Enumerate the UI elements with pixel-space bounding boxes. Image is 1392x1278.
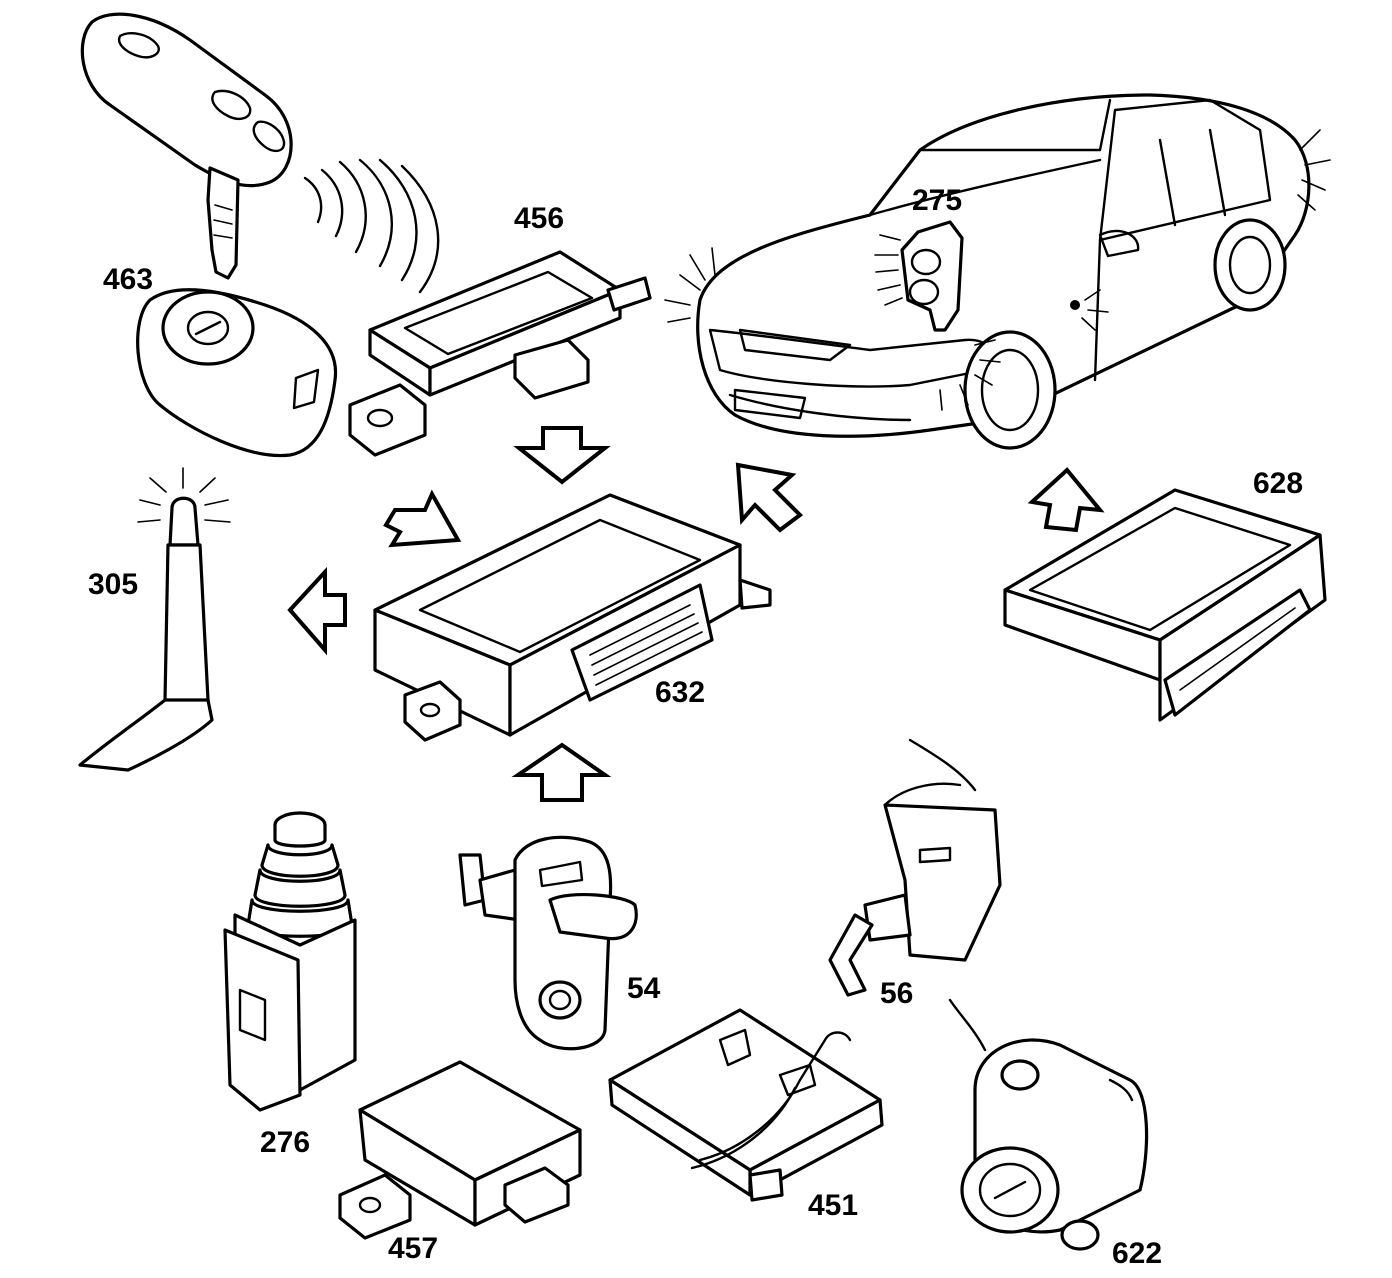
switch-276-illustration [223,811,357,1112]
arrow-632-to-305 [287,566,347,656]
label-54: 54 [627,972,661,1005]
arrow-632-to-vehicle [735,462,804,533]
module-457-illustration [338,1060,582,1240]
lock-cylinder-622-illustration [948,998,1149,1251]
hood-switch-56-illustration [828,738,1002,997]
indicator-lamp-305-illustration [78,467,231,772]
arrow-456-to-632 [513,426,611,485]
label-56: 56 [880,977,913,1010]
arrow-463-to-632 [383,489,462,548]
label-622: 622 [1112,1237,1162,1270]
component-labels: 463 456 275 305 632 628 276 54 56 457 45… [88,184,1303,1270]
vehicle-illustration [664,93,1331,450]
siren-275-illustration [874,220,964,332]
door-switch-54-illustration [458,835,638,1051]
ignition-switch-463-illustration [136,288,338,458]
central-module-632-illustration [373,493,772,742]
signal-arrows [287,426,1105,802]
label-276: 276 [260,1126,310,1159]
label-456: 456 [514,202,564,235]
module-451-illustration [608,1008,884,1202]
label-463: 463 [103,263,153,296]
label-457: 457 [388,1232,438,1265]
label-632: 632 [655,676,705,709]
label-628: 628 [1253,467,1303,500]
arrow-628-to-vehicle [1027,467,1105,533]
label-451: 451 [808,1189,858,1222]
arrow-54-to-632 [511,742,612,802]
remote-key-fob-illustration [80,12,293,280]
label-305: 305 [88,568,138,601]
label-275: 275 [912,184,962,217]
module-628-illustration [1003,488,1327,722]
module-456-illustration [348,250,652,457]
radio-signal-waves [303,158,440,294]
